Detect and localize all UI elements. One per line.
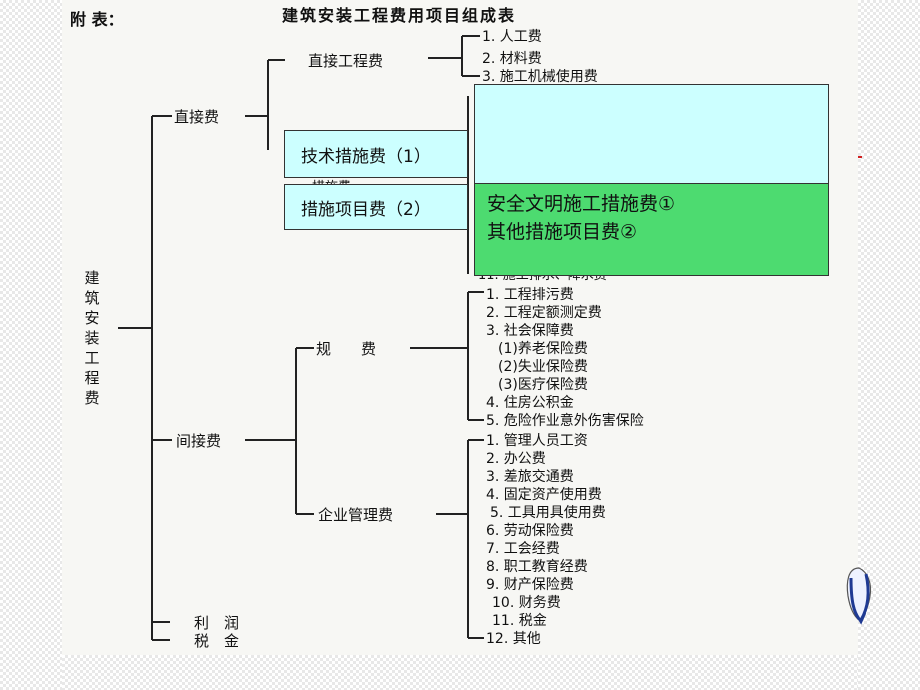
slide-border-left [0, 0, 62, 690]
direct-engineering-label: 直接工程费 [308, 52, 384, 70]
list-item: 2. 办公费 [486, 451, 546, 467]
red-marker [856, 156, 862, 158]
overlay-panel-green: 安全文明施工措施费① 其他措施项目费② [474, 183, 829, 276]
management-fee-label: 企业管理费 [318, 506, 394, 524]
list-item: 3. 差旅交通费 [486, 469, 574, 485]
measure-item-box: 措施项目费（2） [284, 184, 468, 230]
list-item: (2)失业保险费 [498, 359, 588, 375]
list-item: 2. 工程定额测定费 [486, 305, 602, 321]
list-item: 11. 税金 [492, 613, 547, 629]
slide-border-right [858, 0, 920, 690]
overlay-panel-top [474, 84, 829, 184]
list-item: 1. 人工费 [482, 29, 542, 45]
tech-measure-box: 技术措施费（1） [284, 130, 468, 178]
slide-border-bottom [62, 655, 858, 690]
list-item: 1. 管理人员工资 [486, 433, 588, 449]
list-item: 1. 工程排污费 [486, 287, 574, 303]
return-arrow-icon[interactable] [842, 562, 876, 630]
header-prefix: 附 表： [70, 10, 124, 29]
list-item: 3. 社会保障费 [486, 323, 574, 339]
green-line-other: 其他措施项目费② [487, 221, 638, 243]
list-item: 2. 材料费 [482, 51, 542, 67]
list-item: 9. 财产保险费 [486, 577, 574, 593]
direct-fee-label: 直接费 [174, 108, 220, 126]
profit-label: 利 润 [194, 614, 240, 632]
list-item: 8. 职工教育经费 [486, 559, 588, 575]
list-item: 3. 施工机械使用费 [482, 69, 598, 85]
regulatory-fee-label: 规 费 [316, 340, 377, 358]
list-item: 4. 住房公积金 [486, 395, 574, 411]
green-line-safety: 安全文明施工措施费① [487, 193, 676, 215]
root-label: 建筑安 装工程 费 [84, 269, 100, 407]
tax-label: 税 金 [194, 632, 240, 650]
list-item: 7. 工会经费 [486, 541, 560, 557]
indirect-fee-label: 间接费 [176, 432, 222, 450]
list-item: (3)医疗保险费 [498, 377, 588, 393]
list-item: 10. 财务费 [492, 595, 561, 611]
list-item: 5. 工具用具使用费 [490, 505, 606, 521]
list-item: 6. 劳动保险费 [486, 523, 574, 539]
list-item: (1)养老保险费 [498, 341, 588, 357]
list-item: 12. 其他 [486, 631, 541, 647]
page-title: 建筑安装工程费用项目组成表 [282, 6, 517, 25]
list-item: 5. 危险作业意外伤害保险 [486, 413, 644, 429]
list-item: 4. 固定资产使用费 [486, 487, 602, 503]
